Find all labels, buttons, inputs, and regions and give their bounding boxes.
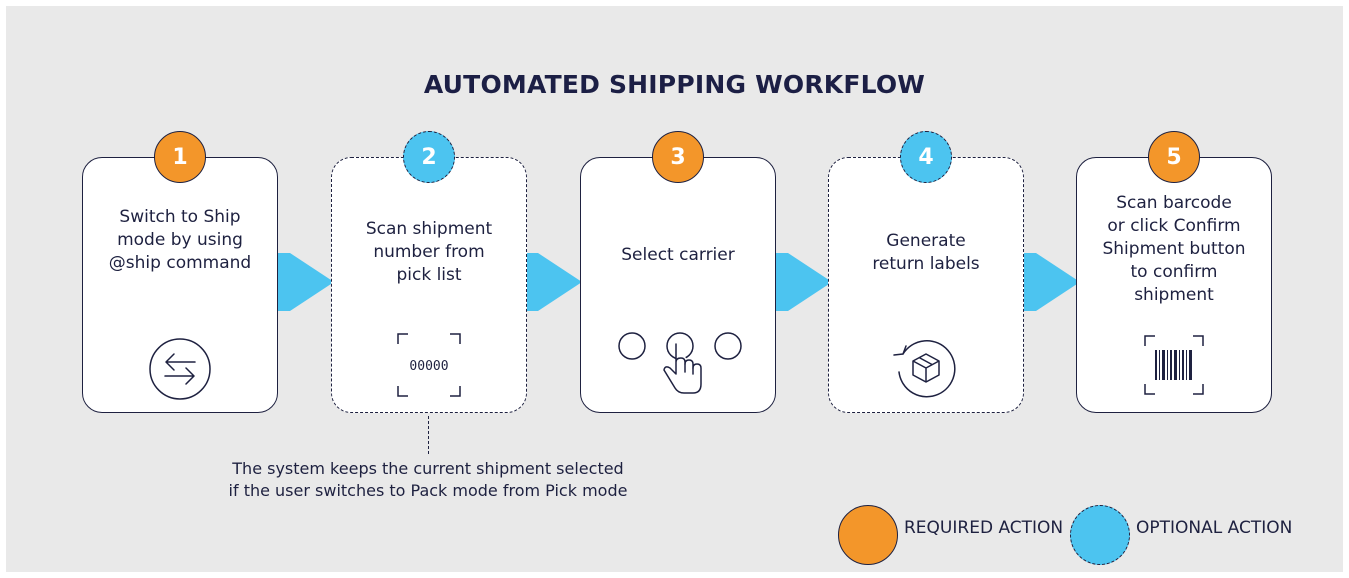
barcode-scan-icon bbox=[1144, 335, 1204, 395]
scan-code-text: 00000 bbox=[409, 359, 448, 374]
step-5-card: Scan barcode or click Confirm Shipment b… bbox=[1076, 157, 1272, 413]
legend-required-swatch bbox=[838, 505, 898, 565]
scan-code-icon: 00000 bbox=[397, 333, 461, 397]
step-2-card: Scan shipment number from pick list 0000… bbox=[331, 157, 527, 413]
step-3-card: Select carrier bbox=[580, 157, 776, 413]
swap-arrows-icon bbox=[149, 338, 211, 400]
step-4-text: Generate return labels bbox=[872, 231, 980, 274]
diagram-title: AUTOMATED SHIPPING WORKFLOW bbox=[423, 70, 926, 99]
legend-optional-swatch bbox=[1070, 505, 1130, 565]
note-connector bbox=[428, 416, 429, 454]
arrow-3-4 bbox=[776, 253, 832, 311]
step-2-text: Scan shipment number from pick list bbox=[365, 219, 493, 285]
legend-required-label: REQUIRED ACTION bbox=[904, 518, 1064, 538]
step-3-text: Select carrier bbox=[621, 245, 735, 265]
step-4-card: Generate return labels bbox=[828, 157, 1024, 413]
step-1-text: Switch to Ship mode by using @ship comma… bbox=[108, 207, 252, 273]
step-3-badge: 3 bbox=[652, 131, 704, 183]
step-2-badge: 2 bbox=[403, 131, 455, 183]
step-5-badge: 5 bbox=[1148, 131, 1200, 183]
legend-optional-label: OPTIONAL ACTION bbox=[1136, 518, 1293, 538]
step-2-note: The system keeps the current shipment se… bbox=[228, 459, 628, 500]
step-1-badge: 1 bbox=[154, 131, 206, 183]
step-1-card: Switch to Ship mode by using @ship comma… bbox=[82, 157, 278, 413]
tap-select-icon bbox=[618, 332, 742, 394]
arrow-1-2 bbox=[278, 253, 334, 311]
arrow-2-3 bbox=[526, 253, 582, 311]
step-5-text: Scan barcode or click Confirm Shipment b… bbox=[1102, 193, 1246, 305]
step-4-badge: 4 bbox=[900, 131, 952, 183]
arrow-4-5 bbox=[1024, 253, 1080, 311]
return-package-icon bbox=[893, 340, 956, 398]
